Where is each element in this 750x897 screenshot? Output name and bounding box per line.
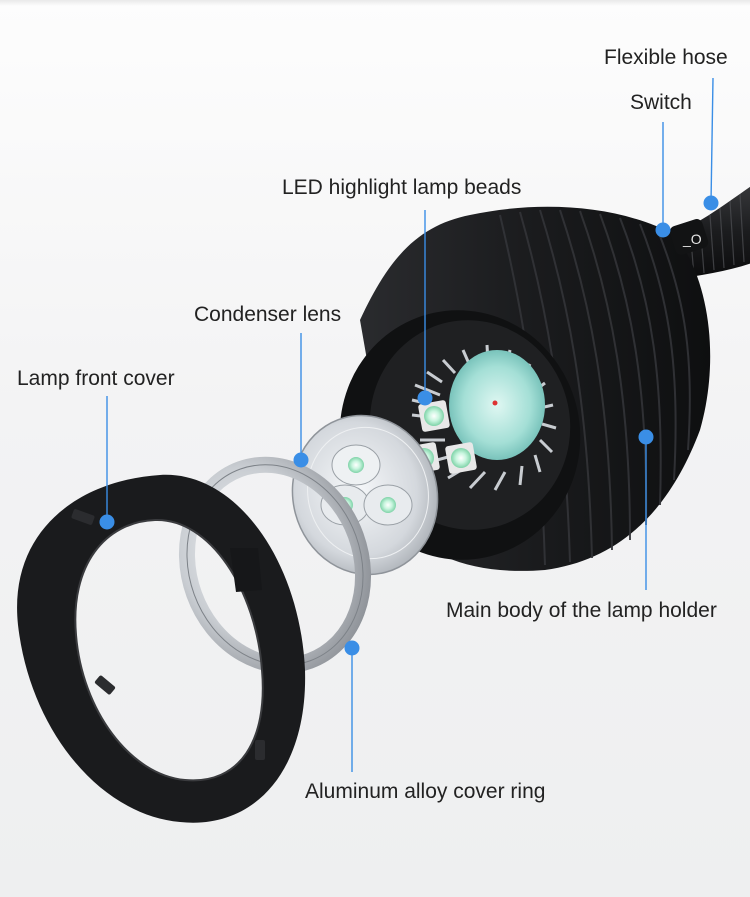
label-main-body: Main body of the lamp holder (446, 599, 717, 622)
top-edge-shadow (0, 0, 750, 6)
label-lamp-front-cover: Lamp front cover (17, 367, 175, 390)
lamp-front-cover-part (17, 474, 306, 823)
marker-switch (655, 222, 671, 238)
marker-dots (99, 195, 719, 656)
label-switch: Switch (630, 91, 692, 114)
marker-led-beads (417, 390, 433, 406)
label-cover-ring: Aluminum alloy cover ring (305, 780, 546, 803)
svg-text:_O: _O (682, 231, 702, 247)
marker-condenser-lens (293, 452, 309, 468)
label-led-beads: LED highlight lamp beads (282, 176, 522, 199)
label-condenser-lens: Condenser lens (194, 303, 342, 326)
leader-lines (106, 77, 714, 772)
condenser-lens-part (291, 414, 439, 576)
marker-cover-ring (344, 640, 360, 656)
marker-flexible-hose (703, 195, 719, 211)
label-flexible-hose: Flexible hose (604, 46, 728, 69)
aluminum-cover-ring-part (178, 456, 372, 674)
marker-main-body (638, 429, 654, 445)
marker-lamp-front-cover (99, 514, 115, 530)
